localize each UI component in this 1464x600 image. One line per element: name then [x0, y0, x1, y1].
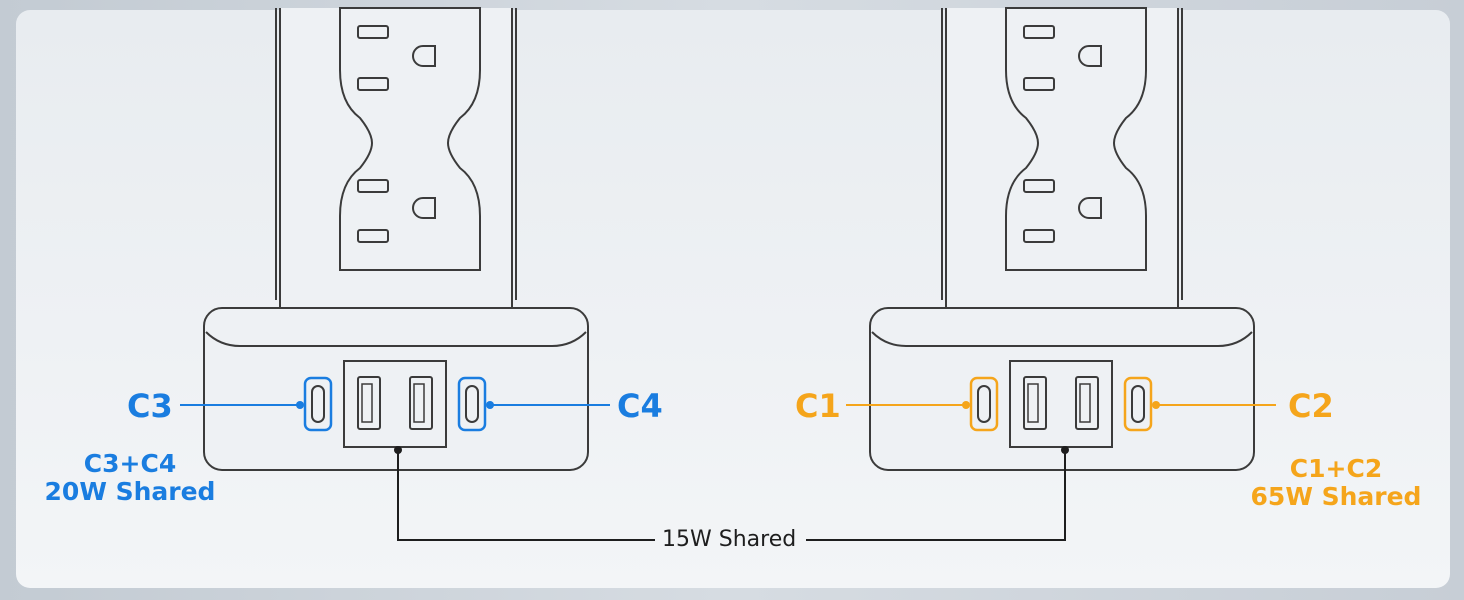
usb-a-port — [1075, 376, 1099, 430]
usb-a-shared-bracket — [394, 446, 1069, 541]
usb-a-shared-label: 15W Shared — [662, 527, 797, 552]
ac-outlets — [1005, 7, 1147, 271]
usb-a-block-left — [343, 360, 447, 448]
port-label-c3: C3 — [127, 387, 173, 425]
right-shared-ports: C1+C2 — [1289, 454, 1383, 483]
port-label-c1: C1 — [795, 387, 841, 425]
usb-a-block-right — [1009, 360, 1113, 448]
ac-outlets — [339, 7, 481, 271]
port-label-c4: C4 — [617, 387, 663, 425]
usb-a-port — [1023, 376, 1047, 430]
product-card — [16, 10, 1450, 588]
port-label-c2: C2 — [1288, 387, 1334, 425]
usb-c-port-c2 — [1123, 376, 1153, 432]
left-shared-ports: C3+C4 — [83, 449, 177, 478]
usb-a-port — [409, 376, 433, 430]
usb-c-port-c3 — [303, 376, 333, 432]
usb-c-port-c4 — [457, 376, 487, 432]
left-power-strip — [180, 7, 610, 471]
usb-a-port — [357, 376, 381, 430]
right-shared-power-label: C1+C2 65W Shared — [1246, 455, 1426, 510]
right-power-strip — [846, 7, 1276, 471]
left-shared-wattage: 20W Shared — [44, 476, 216, 506]
left-shared-power-label: C3+C4 20W Shared — [40, 450, 220, 505]
right-shared-wattage: 65W Shared — [1250, 481, 1422, 511]
usb-c-port-c1 — [969, 376, 999, 432]
